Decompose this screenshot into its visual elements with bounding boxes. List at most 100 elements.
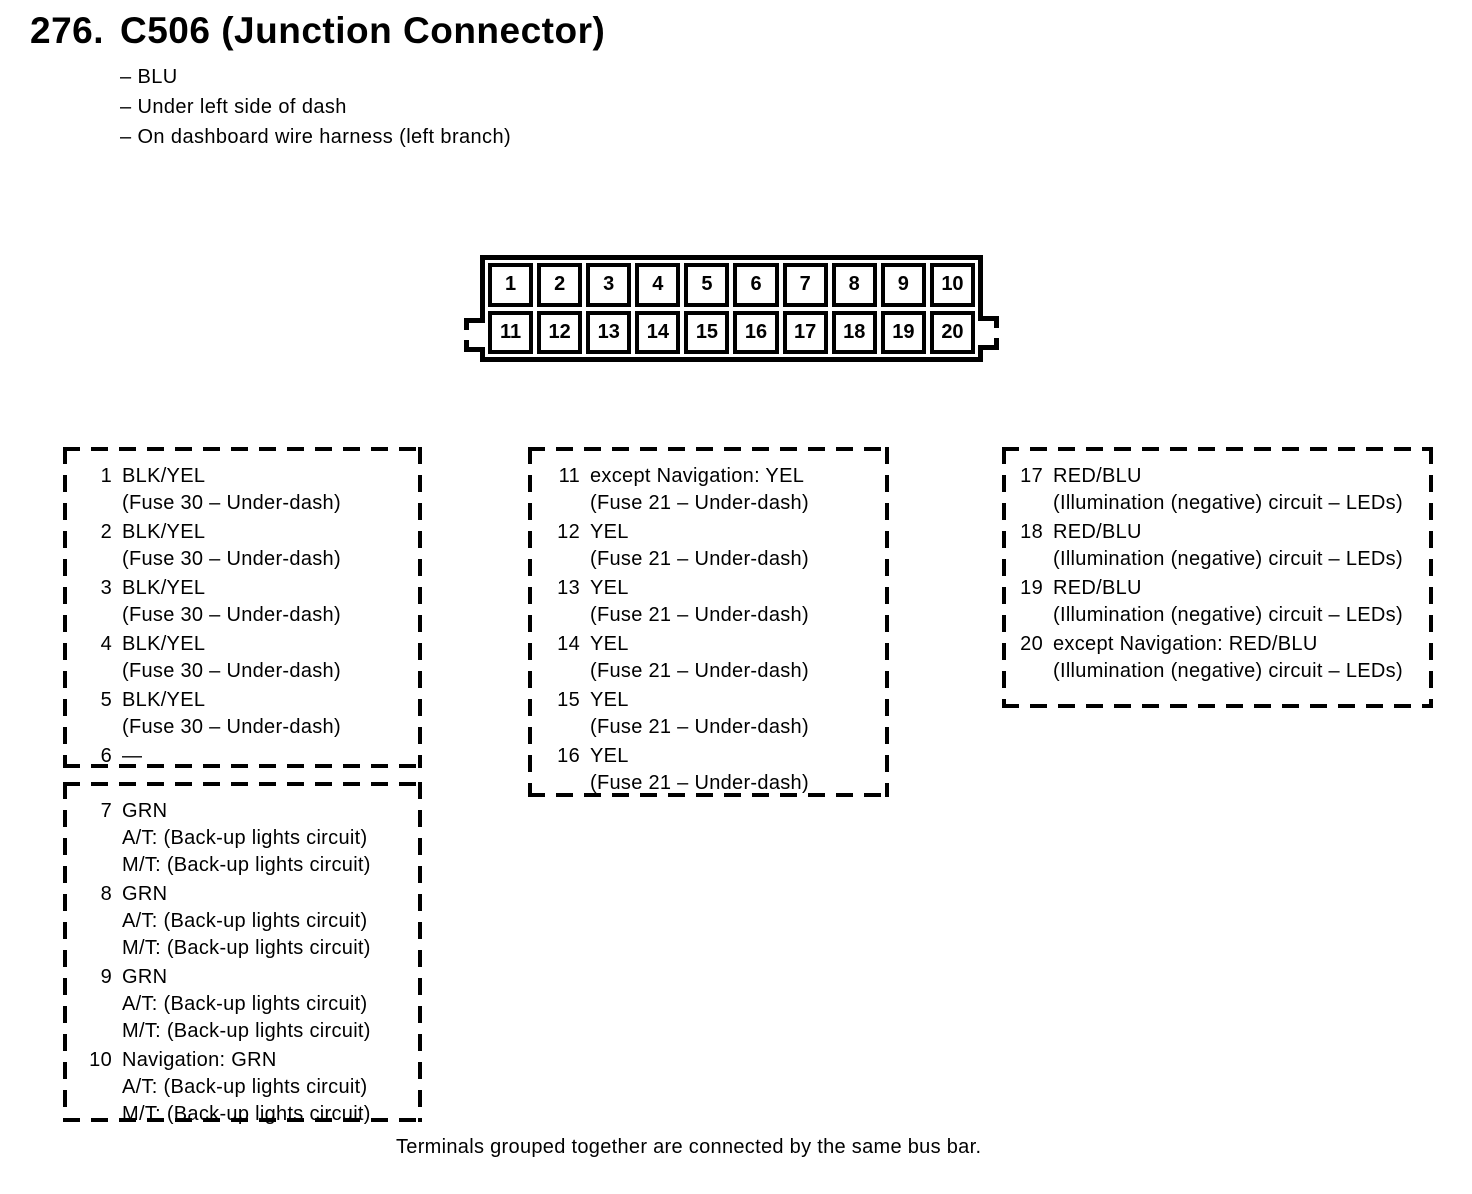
circuit-detail: M/T: (Back-up lights circuit) <box>122 1020 371 1042</box>
circuit-detail: (Illumination (negative) circuit – LEDs) <box>1053 604 1403 626</box>
pin-number: 13 <box>557 577 580 599</box>
wire-color: except Navigation: RED/BLU <box>1053 633 1318 655</box>
connector-notes: – BLU – Under left side of dash – On das… <box>120 62 511 152</box>
pin-entry-lines: BLK/YEL (Fuse 30 – Under-dash) <box>122 519 341 573</box>
connector-pin-17: 17 <box>782 310 828 354</box>
pin-number: 15 <box>557 689 580 711</box>
connector-pin-6: 6 <box>733 263 779 307</box>
pin-number: 6 <box>100 745 112 767</box>
connector-pin-1: 1 <box>488 263 534 307</box>
wire-color: — <box>122 745 143 767</box>
pin-entry-18: 18 RED/BLU (Illumination (negative) circui… <box>1014 519 1433 573</box>
circuit-detail: (Fuse 21 – Under-dash) <box>590 660 809 682</box>
pin-entry-lines: except Navigation: RED/BLU (Illumination … <box>1053 631 1403 685</box>
wire-color: RED/BLU <box>1053 521 1142 543</box>
circuit-detail: (Illumination (negative) circuit – LEDs) <box>1053 492 1403 514</box>
pin-entry-lines: YEL (Fuse 21 – Under-dash) <box>590 519 809 573</box>
pin-entry-20: 20 except Navigation: RED/BLU (Illuminatio… <box>1014 631 1433 685</box>
pin-entry-lines: YEL (Fuse 21 – Under-dash) <box>590 631 809 685</box>
wire-color: RED/BLU <box>1053 577 1142 599</box>
pin-number: 20 <box>1020 633 1043 655</box>
item-number: 276. <box>30 10 105 51</box>
wire-color: BLK/YEL <box>122 465 206 487</box>
circuit-detail: M/T: (Back-up lights circuit) <box>122 1103 371 1125</box>
wire-color: YEL <box>590 689 629 711</box>
note-location: – Under left side of dash <box>120 96 347 118</box>
pin-number: 4 <box>100 633 112 655</box>
circuit-detail: A/T: (Back-up lights circuit) <box>122 993 368 1015</box>
circuit-detail: A/T: (Back-up lights circuit) <box>122 827 368 849</box>
circuit-detail: (Fuse 21 – Under-dash) <box>590 548 809 570</box>
pin-entry-lines: BLK/YEL (Fuse 30 – Under-dash) <box>122 631 341 685</box>
pin-number: 14 <box>557 633 580 655</box>
page-title-row: 276. C506 (Junction Connector) <box>30 10 605 52</box>
wire-color: YEL <box>590 521 629 543</box>
pin-entry-9: 9 GRN A/T: (Back-up lights circuit) M/T: (B… <box>75 964 422 1045</box>
circuit-detail: (Illumination (negative) circuit – LEDs) <box>1053 548 1403 570</box>
circuit-detail: (Fuse 30 – Under-dash) <box>122 716 341 738</box>
pin-number: 9 <box>100 966 112 988</box>
pin-entry-lines: YEL(Fuse 21 – Under-dash) <box>590 743 809 797</box>
connector-pin-12: 12 <box>537 310 583 354</box>
pin-entry-lines: YEL (Fuse 21 – Under-dash) <box>590 687 809 741</box>
connector-tab-right <box>978 316 999 350</box>
note-harness: – On dashboard wire harness (left branch… <box>120 126 512 148</box>
circuit-detail: (Fuse 30 – Under-dash) <box>122 660 341 682</box>
pin-number: 7 <box>100 800 112 822</box>
connector-tab-left <box>464 318 485 352</box>
pin-entry-lines: GRN A/T: (Back-up lights circuit) M/T: (Ba… <box>122 964 371 1045</box>
pin-entry-15: 15 YEL (Fuse 21 – Under-dash) <box>540 687 889 741</box>
pin-entry-lines: RED/BLU (Illumination (negative) circuit … <box>1053 463 1403 517</box>
pin-number: 5 <box>100 689 112 711</box>
footer-note: Terminals grouped together are connected… <box>396 1136 982 1158</box>
connector-pin-16: 16 <box>733 310 779 354</box>
circuit-detail: (Fuse 21 – Under-dash) <box>590 492 809 514</box>
pin-entry-1: 1 BLK/YEL (Fuse 30 – Under-dash) <box>75 463 422 517</box>
circuit-detail: (Illumination (negative) circuit – LEDs) <box>1053 660 1403 682</box>
wire-color: GRN <box>122 883 168 905</box>
wire-color: YEL <box>590 745 629 767</box>
pin-entry-lines: RED/BLU (Illumination (negative) circuit … <box>1053 575 1403 629</box>
circuit-detail: (Fuse 21 – Under-dash) <box>590 716 809 738</box>
wire-color: Navigation: GRN <box>122 1049 277 1071</box>
connector-pin-8: 8 <box>831 263 877 307</box>
wire-color: RED/BLU <box>1053 465 1142 487</box>
note-wire-color: – BLU <box>120 66 178 88</box>
wire-color: BLK/YEL <box>122 633 206 655</box>
circuit-detail: (Fuse 21 – Under-dash) <box>590 604 809 626</box>
wire-color: except Navigation: YEL <box>590 465 805 487</box>
pin-number: 10 <box>89 1049 112 1071</box>
wire-color: GRN <box>122 966 168 988</box>
wire-color: BLK/YEL <box>122 521 206 543</box>
pin-number: 1 <box>100 465 112 487</box>
pin-entry-lines: — <box>122 743 142 770</box>
pin-number: 17 <box>1020 465 1043 487</box>
wire-color: YEL <box>590 633 629 655</box>
pin-number: 11 <box>558 465 580 487</box>
connector-pin-20: 20 <box>929 310 975 354</box>
circuit-detail: (Fuse 30 – Under-dash) <box>122 548 341 570</box>
circuit-detail: M/T: (Back-up lights circuit) <box>122 937 371 959</box>
page-title: C506 (Junction Connector) <box>120 10 606 51</box>
connector-pin-5: 5 <box>684 263 730 307</box>
pin-number: 2 <box>100 521 112 543</box>
pin-entry-lines: BLK/YEL(Fuse 30 – Under-dash) <box>122 575 341 629</box>
pin-number: 18 <box>1020 521 1043 543</box>
connector-pin-4: 4 <box>635 263 681 307</box>
pin-group-11-16: 11 except Navigation: YEL (Fuse 21 – Under… <box>528 447 889 797</box>
circuit-detail: (Fuse 30 – Under-dash) <box>122 492 341 514</box>
pin-entry-2: 2 BLK/YEL (Fuse 30 – Under-dash) <box>75 519 422 573</box>
connector-pin-2: 2 <box>537 263 583 307</box>
